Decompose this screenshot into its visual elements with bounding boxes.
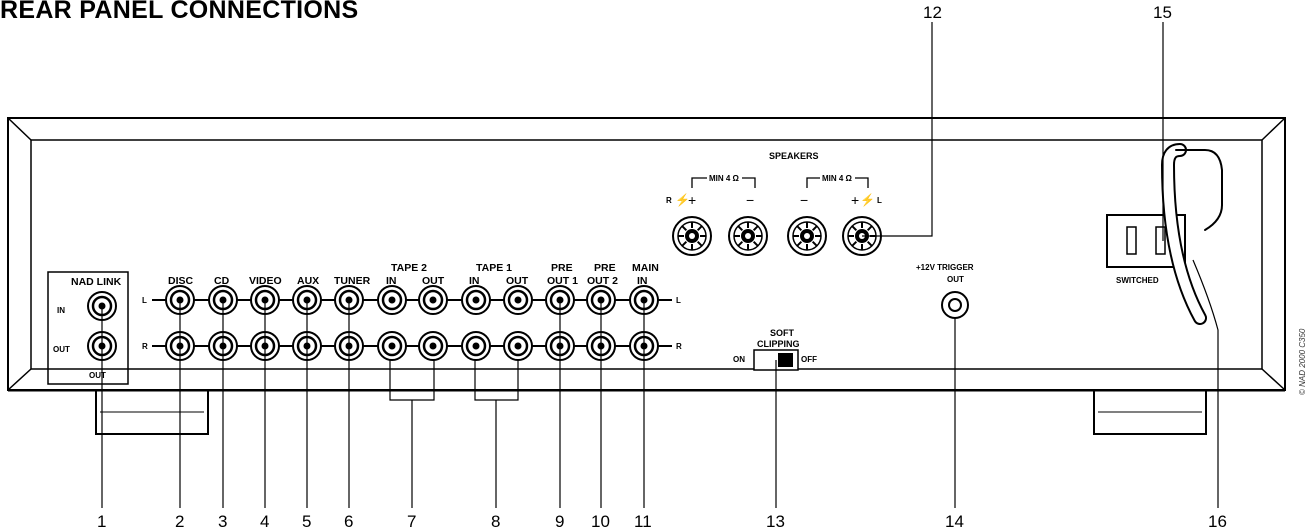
- callout-13: 13: [766, 512, 785, 531]
- aux-label: AUX: [297, 275, 319, 287]
- pre-out1-label: OUT 1: [547, 275, 578, 287]
- soft-clipping-line1: SOFT: [770, 328, 795, 338]
- trigger-line1: +12V TRIGGER: [916, 263, 974, 272]
- callout-15: 15: [1153, 3, 1172, 22]
- callout-7: 7: [407, 512, 416, 531]
- speaker-terminal-group: [672, 216, 882, 256]
- tape2-out-left-jack[interactable]: [418, 285, 448, 315]
- power-cord-loop: [1175, 149, 1223, 206]
- main-label: MAIN: [632, 262, 659, 274]
- rca-jack-group: [87, 285, 672, 361]
- callout-3: 3: [218, 512, 227, 531]
- soft-clipping-on: ON: [733, 355, 745, 364]
- tape1-in-left-jack[interactable]: [461, 285, 491, 315]
- tape1-out-left-jack[interactable]: [503, 285, 533, 315]
- speaker-r-label: R: [666, 196, 672, 205]
- left-foot: [95, 391, 209, 435]
- speaker-l-minus: −: [800, 192, 808, 208]
- callout-6: 6: [344, 512, 353, 531]
- callout-11: 11: [634, 512, 652, 531]
- socket-slot-right: [1155, 226, 1166, 255]
- callout-2: 2: [175, 512, 184, 531]
- callout-9: 9: [555, 512, 564, 531]
- tape2-in-label: IN: [386, 275, 397, 287]
- speaker-r-minus: −: [746, 192, 754, 208]
- left-channel-label: L: [142, 296, 147, 305]
- tape2-out-right-jack[interactable]: [418, 331, 448, 361]
- cd-label: CD: [214, 275, 230, 287]
- pre-out2-label: OUT 2: [587, 275, 618, 287]
- soft-clipping-off: OFF: [801, 355, 817, 364]
- nad-link-in-label: IN: [57, 306, 65, 315]
- min-4ohm-right: MIN 4 Ω: [822, 174, 853, 183]
- bolt-icon-right-channel: ⚡: [675, 193, 690, 207]
- trigger-line2: OUT: [947, 275, 964, 284]
- tape2-label: TAPE 2: [391, 262, 427, 274]
- soft-clipping-line2: CLIPPING: [757, 339, 800, 349]
- tape2-bracket: [389, 360, 435, 401]
- speaker-r-plus-terminal[interactable]: [672, 216, 712, 256]
- tape2-out-label: OUT: [422, 275, 445, 287]
- tape1-out-right-jack[interactable]: [503, 331, 533, 361]
- tape1-in-label: IN: [469, 275, 480, 287]
- tape2-in-left-jack[interactable]: [377, 285, 407, 315]
- tape1-label: TAPE 1: [476, 262, 512, 274]
- callout-5: 5: [302, 512, 311, 531]
- chassis-outer: [7, 117, 1286, 391]
- copyright-text: © NAD 2000 C350: [1298, 328, 1307, 395]
- speakers-label: SPEAKERS: [769, 151, 819, 161]
- callout-numbers: 1 2 3 4 5 6 7 8 9 10 11 12 13 14 15 16: [97, 3, 1227, 531]
- nad-link-out-bottom-label: OUT: [89, 371, 106, 380]
- nad-link-label: NAD LINK: [71, 276, 122, 288]
- trigger-jack-inner: [948, 298, 962, 312]
- callout-8: 8: [491, 512, 500, 531]
- video-label: VIDEO: [249, 275, 282, 287]
- speaker-l-label: L: [877, 196, 882, 205]
- nad-link-out-label: OUT: [53, 345, 70, 354]
- left-channel-label-right: L: [676, 296, 681, 305]
- jack-bus-lines: [152, 299, 672, 347]
- callout-14: 14: [945, 512, 964, 531]
- main-in-label: IN: [637, 275, 648, 287]
- callout-10: 10: [591, 512, 610, 531]
- pre-out1-pre-label: PRE: [551, 262, 573, 274]
- socket-slot-left: [1126, 226, 1137, 255]
- speaker-r-minus-terminal[interactable]: [728, 216, 768, 256]
- disc-label: DISC: [168, 275, 194, 287]
- callout-16: 16: [1208, 512, 1227, 531]
- callout-12: 12: [923, 3, 942, 22]
- nad-link-box: [47, 271, 129, 385]
- switched-label: SWITCHED: [1116, 276, 1159, 285]
- tape2-in-right-jack[interactable]: [377, 331, 407, 361]
- tape1-out-label: OUT: [506, 275, 529, 287]
- speaker-r-plus: +: [688, 192, 696, 208]
- pre-out2-pre-label: PRE: [594, 262, 616, 274]
- tape1-in-right-jack[interactable]: [461, 331, 491, 361]
- right-channel-label: R: [142, 342, 148, 351]
- speaker-l-plus: +: [851, 192, 859, 208]
- tape1-bracket: [474, 360, 519, 401]
- min-4ohm-left: MIN 4 Ω: [709, 174, 740, 183]
- chassis-inner: [30, 139, 1263, 370]
- right-foot: [1093, 391, 1207, 435]
- tuner-label: TUNER: [334, 275, 371, 287]
- page-title: REAR PANEL CONNECTIONS: [0, 0, 359, 24]
- callout-1: 1: [97, 512, 106, 531]
- speaker-l-minus-terminal[interactable]: [787, 216, 827, 256]
- callout-4: 4: [260, 512, 269, 531]
- soft-clipping-switch-knob: [778, 353, 793, 367]
- right-channel-label-right: R: [676, 342, 682, 351]
- bolt-icon-left-channel: ⚡: [860, 193, 875, 207]
